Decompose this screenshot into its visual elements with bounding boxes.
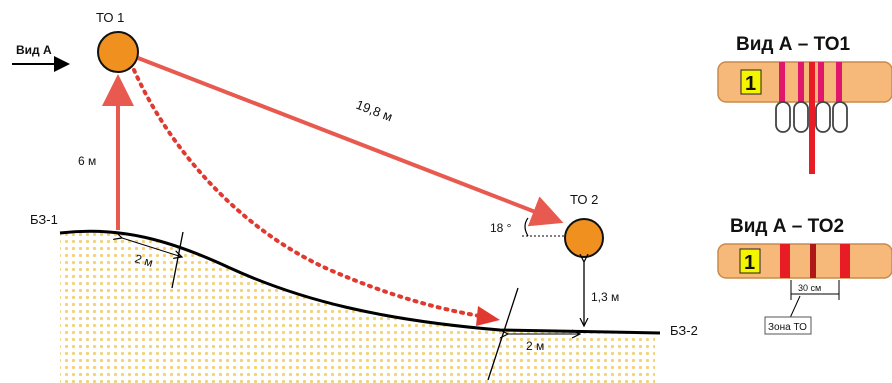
panel-to2-badge [739, 248, 761, 274]
panel-to2-strap-1 [780, 244, 790, 278]
to2-label: ТО 2 [570, 192, 598, 207]
panel-to1-loop-4 [832, 101, 848, 133]
bz2-label: БЗ-2 [670, 323, 698, 338]
panel-to1-loop-1 [775, 101, 791, 133]
panel-to1-title: Вид А – ТО1 [736, 34, 850, 55]
dist-left-label: 2 м [133, 251, 154, 269]
height-to2-label: 1,3 м [591, 290, 619, 304]
angle-arc [524, 217, 529, 237]
dist-left-dimension [122, 238, 182, 257]
panel-to1: Вид А – ТО1 1 [717, 34, 892, 174]
dotted-trajectory-arrowhead [476, 306, 500, 326]
span-label: 19,8 м [354, 97, 395, 125]
panel-to2: Вид А – ТО2 1 30 см Зона ТО [717, 216, 892, 335]
dotted-trajectory-arrow [132, 68, 494, 320]
view-a-label: Вид А [16, 43, 52, 57]
to1-label: ТО 1 [96, 10, 124, 25]
panel-to1-badge [740, 69, 762, 95]
panel-to1-strap-3 [818, 62, 824, 102]
to2-anchor-icon [564, 218, 604, 258]
angle-label: 18 ° [490, 221, 512, 235]
panel-to2-dimension-label: 30 см [798, 283, 821, 293]
panel-to1-rope [809, 62, 815, 174]
panel-to2-zone-label: Зона ТО [768, 322, 807, 333]
panel-to2-badge-text: 1 [744, 252, 755, 274]
panel-to1-strap-1 [779, 62, 785, 102]
to1-anchor-icon [97, 31, 139, 73]
bz1-label: БЗ-1 [30, 212, 58, 227]
panel-to1-strap-4 [836, 62, 842, 102]
panel-to1-tube [717, 61, 892, 103]
panel-to2-leader [789, 295, 801, 319]
span-arrow [137, 56, 564, 227]
panel-to1-loop-3 [815, 101, 831, 133]
panel-to2-zone-box [764, 316, 812, 335]
dist-right-label: 2 м [526, 339, 544, 353]
panel-to1-strap-2 [798, 62, 804, 102]
height-to1-label: 6 м [78, 154, 96, 168]
panel-to2-strap-center [810, 244, 816, 278]
panel-to1-loop-2 [793, 101, 809, 133]
panel-to1-badge-text: 1 [745, 73, 756, 95]
panel-to2-title: Вид А – ТО2 [730, 216, 844, 237]
panel-to2-strap-3 [840, 244, 850, 278]
